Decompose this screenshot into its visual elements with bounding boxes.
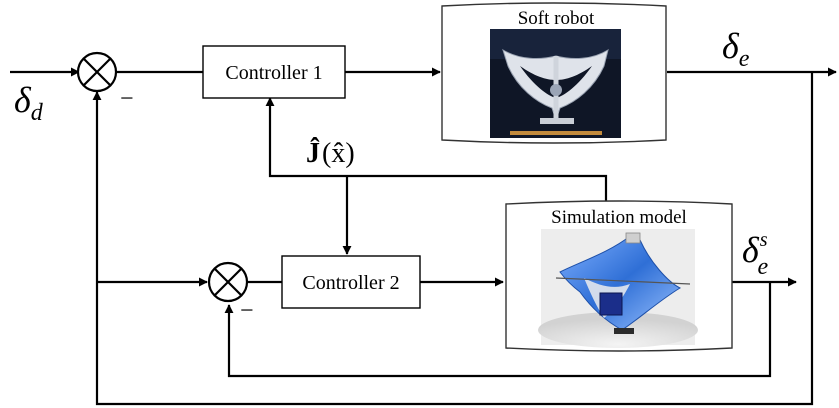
output-subscript: e <box>739 46 750 72</box>
jacobian-main: Ĵ <box>306 138 320 169</box>
jacobian-label: Ĵ(x̂) <box>306 138 355 169</box>
junction2-minus-sign: − <box>240 298 254 324</box>
junction1-minus-sign: − <box>120 86 134 112</box>
outer-feedback-line <box>92 72 814 406</box>
summing-junction-2 <box>207 261 249 303</box>
simulation-render <box>538 229 698 348</box>
soft-robot-title: Soft robot <box>518 8 595 29</box>
reference-symbol: δ <box>14 80 32 120</box>
output-signal-label: δe <box>722 26 750 72</box>
controller1-block: Controller 1 <box>202 45 346 99</box>
reference-signal-label: δd <box>14 80 44 126</box>
controller2-block: Controller 2 <box>281 255 421 309</box>
soft-robot-block: Soft robot <box>441 2 667 144</box>
sim-output-subscript: e <box>758 254 769 280</box>
reference-subscript: d <box>31 100 44 126</box>
jacobian-to-controller1-line <box>265 97 608 201</box>
output-symbol: δ <box>722 26 740 66</box>
jacobian-arg: (x̂) <box>322 138 355 169</box>
summing-junction-1 <box>76 51 118 93</box>
sim-output-symbol: δ <box>742 230 760 270</box>
simulation-model-block: Simulation model <box>505 200 733 352</box>
simulation-model-title: Simulation model <box>551 207 687 228</box>
controller1-label: Controller 1 <box>225 62 322 84</box>
controller2-label: Controller 2 <box>302 272 399 294</box>
inner-feedback-line <box>224 282 772 378</box>
sim-output-superscript: s <box>760 229 768 251</box>
signal-lines <box>10 67 837 406</box>
soft-robot-photo <box>490 29 621 138</box>
